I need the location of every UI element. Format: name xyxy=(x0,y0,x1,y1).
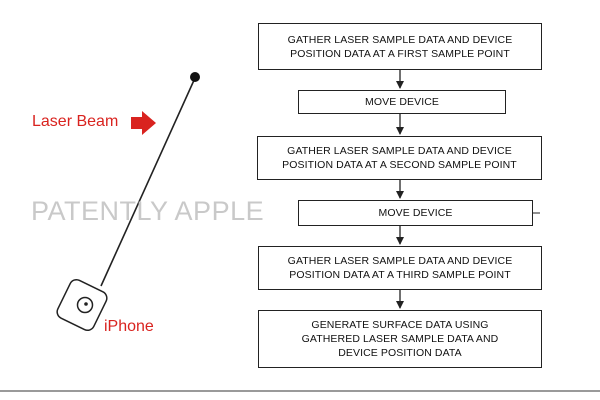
step-line: GENERATE SURFACE DATA USING xyxy=(311,319,489,331)
phone-device-icon xyxy=(56,278,108,332)
flow-step-4: MOVE DEVICE xyxy=(298,200,533,226)
step-line: POSITION DATA AT A SECOND SAMPLE POINT xyxy=(282,159,517,171)
flow-step-6: GENERATE SURFACE DATA USING GATHERED LASE… xyxy=(258,310,542,368)
flow-connectors xyxy=(396,70,540,309)
step-line: GATHER LASER SAMPLE DATA AND DEVICE xyxy=(287,145,512,157)
phone-camera-icon xyxy=(76,296,94,314)
flow-step-5: GATHER LASER SAMPLE DATA AND DEVICE POSIT… xyxy=(258,246,542,290)
step-line: GATHERED LASER SAMPLE DATA AND xyxy=(301,333,499,345)
laser-beam-label: Laser Beam xyxy=(32,113,119,130)
laser-beam-line xyxy=(100,77,196,287)
watermark-text: PATENTLY APPLE xyxy=(31,196,265,226)
step-line: GATHER LASER SAMPLE DATA AND DEVICE xyxy=(287,33,513,46)
red-arrow-icon xyxy=(131,111,156,135)
step-line: MOVE DEVICE xyxy=(378,207,453,219)
flow-step-3: GATHER LASER SAMPLE DATA AND DEVICE POSIT… xyxy=(257,136,542,180)
laser-point-dot xyxy=(190,72,200,82)
step-line: POSITION DATA AT A FIRST SAMPLE POINT xyxy=(290,47,510,60)
step-line: MOVE DEVICE xyxy=(364,96,440,108)
flow-step-2: MOVE DEVICE xyxy=(298,90,506,114)
step-line: POSITION DATA AT A THIRD SAMPLE POINT xyxy=(289,269,511,281)
step-line: GATHER LASER SAMPLE DATA AND DEVICE xyxy=(287,255,513,267)
iphone-label: iPhone xyxy=(104,318,154,335)
phone-lens-dot xyxy=(84,302,88,306)
step-line: DEVICE POSITION DATA xyxy=(338,347,462,359)
